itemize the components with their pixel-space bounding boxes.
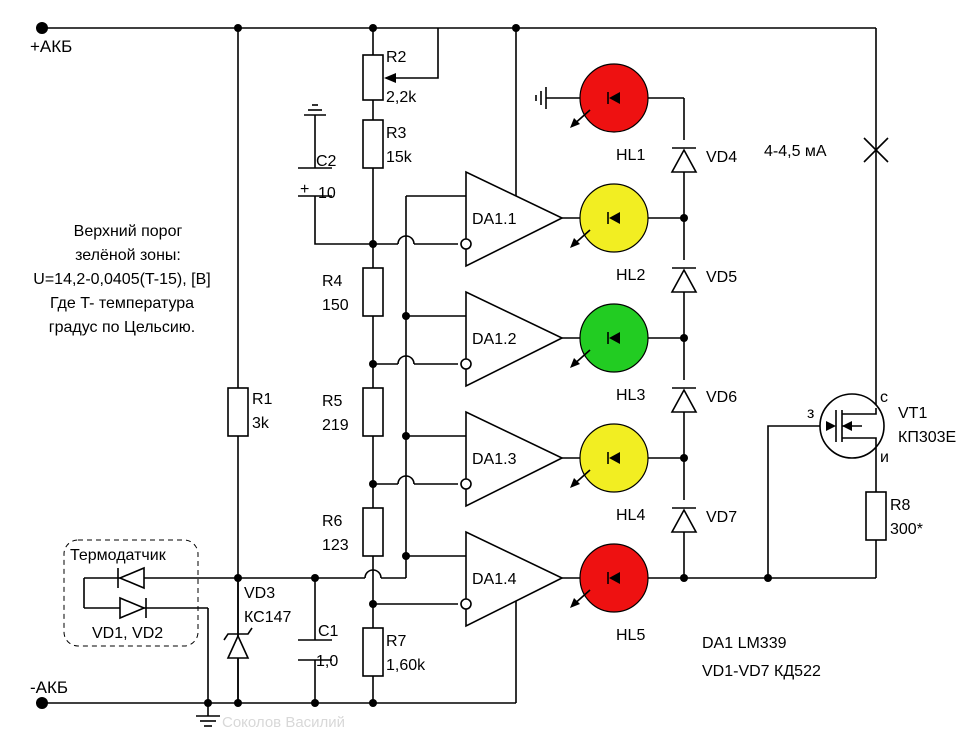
r8-ref: R8 [890,497,911,514]
led-hl1: HL1 [570,63,649,164]
r6-value: 123 [322,537,349,554]
capacitor-c2: C2 + 10 [298,153,337,202]
led-hl2: HL2 [570,183,649,284]
led-label: HL5 [616,627,645,644]
r7-ref: R7 [386,633,407,650]
r8-value: 300* [890,521,923,538]
led-hl3: HL3 [570,303,649,404]
led-label: HL2 [616,267,645,284]
resistor-r4: R4 150 [322,267,384,317]
note-line-1: Верхний порог [74,223,183,240]
transistor-vt1: з с и VT1 КП303Е [807,389,956,466]
diode-vd6: VD6 [670,387,737,413]
vd5-label: VD5 [706,269,737,286]
note-line-2: зелёной зоны: [75,247,181,264]
comparator-da1-3: DA1.3 [460,410,564,508]
r2-value: 2,2k [386,89,417,106]
vt1-gate-pin: з [807,405,814,422]
diode-vd4: VD4 [670,147,737,173]
comparator-da1-1: DA1.1 [460,170,564,268]
vt1-source-pin: и [880,449,889,466]
comparator-da1-4: DA1.4 [460,530,564,628]
r3-ref: R3 [386,125,407,142]
note-line-5: градус по Цельсию. [49,319,196,336]
led-hl5: HL5 [570,543,649,644]
vd7-label: VD7 [706,509,737,526]
vt1-drain-pin: с [880,389,888,406]
sensor-block: Термодатчик VD1, VD2 [63,539,199,647]
vd3-ref: VD3 [244,585,275,602]
wires [42,27,877,716]
diode-vd5: VD5 [670,267,737,293]
c1-value: 1,0 [316,653,338,670]
vd6-label: VD6 [706,389,737,406]
parts-list-line-1: DA1 LM339 [702,635,787,652]
vt1-type: КП303Е [898,429,956,446]
diode-vd7: VD7 [670,507,737,533]
ground-icon [535,87,547,109]
capacitor-c1: C1 1,0 [298,623,339,670]
vd4-label: VD4 [706,149,737,166]
ground-icon [196,715,220,727]
sensor-title: Термодатчик [70,547,167,564]
r7-value: 1,60k [386,657,426,674]
resistor-r8: R8 300* [865,491,923,541]
r5-value: 219 [322,417,349,434]
led-hl4: HL4 [570,423,649,524]
r5-ref: R5 [322,393,343,410]
minus-rail-label: -АКБ [30,678,68,697]
threshold-note: Верхний порог зелёной зоны: U=14,2-0,040… [33,223,210,336]
c2-ref: C2 [316,153,337,170]
r4-ref: R4 [322,273,343,290]
r2-ref: R2 [386,49,407,66]
da1-2-label: DA1.2 [472,331,517,348]
led-label: HL4 [616,507,645,524]
resistor-r2: R2 2,2k [362,49,417,106]
parts-list-line-2: VD1-VD7 КД522 [702,663,821,680]
note-line-4: Где T- температура [50,295,194,312]
vd3-value: КС147 [244,609,291,626]
resistor-r1: R1 3k [227,387,273,437]
r1-value: 3k [252,415,270,432]
watermark: Соколов Василий [222,714,345,731]
led-label: HL1 [616,147,645,164]
current-label: 4-4,5 мА [764,143,827,160]
note-line-3: U=14,2-0,0405(T-15), [B] [33,271,210,288]
vt1-ref: VT1 [898,405,927,422]
resistor-r6: R6 123 [322,507,384,557]
r6-ref: R6 [322,513,343,530]
c1-ref: C1 [318,623,339,640]
led-label: HL3 [616,387,645,404]
plus-rail-label: +АКБ [30,37,72,56]
resistor-r7: R7 1,60k [362,627,426,677]
ground-icon [304,104,326,116]
r4-value: 150 [322,297,349,314]
sensor-label: VD1, VD2 [92,625,163,642]
c2-plus: + [300,181,309,198]
c2-value: 10 [318,185,336,202]
zener-vd3: VD3 КС147 [223,585,291,659]
resistor-r3: R3 15k [362,119,413,169]
da1-4-label: DA1.4 [472,571,517,588]
junctions [36,22,772,709]
current-test-point: 4-4,5 мА [764,137,889,163]
comparator-da1-2: DA1.2 [460,290,564,388]
da1-3-label: DA1.3 [472,451,517,468]
da1-1-label: DA1.1 [472,211,517,228]
r1-ref: R1 [252,391,273,408]
resistor-r5: R5 219 [322,387,384,437]
r3-value: 15k [386,149,413,166]
